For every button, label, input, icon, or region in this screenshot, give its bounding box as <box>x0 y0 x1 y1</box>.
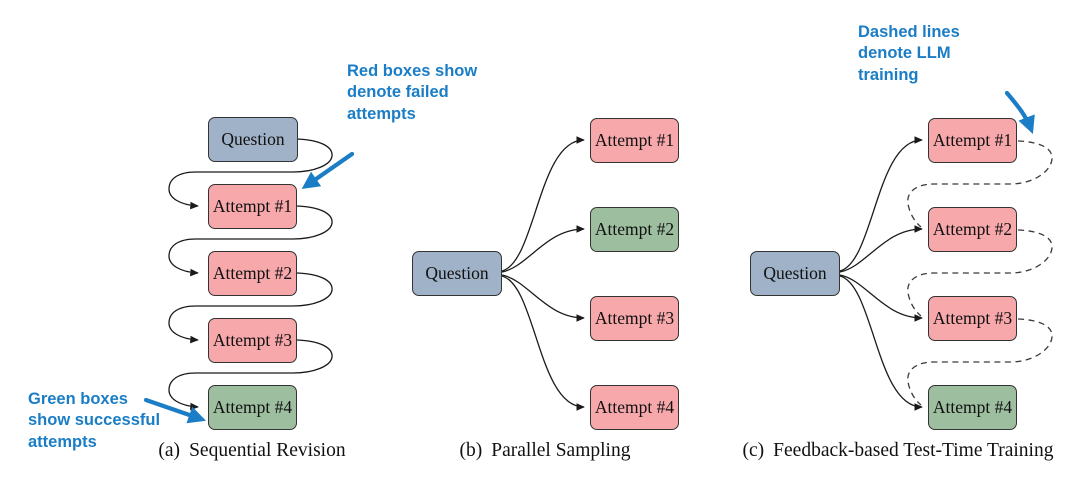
caption-a-label: (a) <box>158 440 181 461</box>
panel-c-attempt2-node: Attempt #2 <box>928 207 1017 252</box>
edge-c-question-to-attempt2 <box>839 225 923 273</box>
caption-b-title: Parallel Sampling <box>491 440 631 461</box>
edge-a-attempt2-to-attempt3 <box>168 272 333 344</box>
edge-b-question-to-attempt1 <box>501 136 585 272</box>
panel-c-attempt3-node: Attempt #3 <box>928 296 1017 341</box>
dashed-edge-c-attempt2-to-attempt3 <box>907 229 1053 317</box>
panel-a-attempt1-node: Attempt #1 <box>208 184 297 229</box>
dashed-edge-c-attempt3-to-attempt4 <box>907 318 1053 406</box>
panel-c-attempt4-node: Attempt #4 <box>928 385 1017 430</box>
edge-b-question-to-attempt4 <box>501 275 585 411</box>
panel-a-attempt4-node: Attempt #4 <box>208 385 297 430</box>
caption-c-title: Feedback-based Test-Time Training <box>773 440 1054 461</box>
edge-c-question-to-attempt3 <box>839 274 923 322</box>
edge-a-attempt3-to-attempt4 <box>168 339 333 411</box>
edge-a-question-to-attempt1 <box>168 138 333 210</box>
panel-a-question-node: Question <box>208 117 298 162</box>
red-boxes-note: Red boxes show denote failed attempts <box>347 62 478 123</box>
green-note-arrow-icon <box>143 397 207 424</box>
dashed-edge-c-attempt1-to-attempt2 <box>907 140 1053 228</box>
caption-c: (c) Feedback-based Test-Time Training <box>743 440 1054 462</box>
edge-c-question-to-attempt4 <box>839 275 923 411</box>
panel-c-attempt1-node: Attempt #1 <box>928 118 1017 163</box>
caption-a-title: Sequential Revision <box>189 440 346 461</box>
caption-c-label: (c) <box>742 440 765 461</box>
caption-b-label: (b) <box>459 440 483 461</box>
caption-b: (b) Parallel Sampling <box>460 440 631 462</box>
panel-a-attempt3-node: Attempt #3 <box>208 318 297 363</box>
edge-c-question-to-attempt1 <box>839 136 923 272</box>
red-note-arrow-icon <box>301 151 355 190</box>
panel-b-question-node: Question <box>412 251 502 296</box>
edge-b-question-to-attempt3 <box>501 274 585 322</box>
panel-c-question-node: Question <box>750 251 840 296</box>
green-boxes-note: Green boxes show successful attempts <box>28 390 161 451</box>
edge-a-attempt1-to-attempt2 <box>168 205 333 277</box>
panel-a-attempt2-node: Attempt #2 <box>208 251 297 296</box>
panel-b-attempt1-node: Attempt #1 <box>590 118 679 163</box>
panel-b-attempt2-node: Attempt #2 <box>590 207 679 252</box>
panel-b-attempt3-node: Attempt #3 <box>590 296 679 341</box>
dashed-note-arrow-icon <box>1004 90 1035 134</box>
dashed-lines-note: Dashed lines denote LLM training <box>858 23 960 84</box>
edge-b-question-to-attempt2 <box>501 225 585 273</box>
panel-b-attempt4-node: Attempt #4 <box>590 385 679 430</box>
caption-a: (a) Sequential Revision <box>158 440 345 462</box>
